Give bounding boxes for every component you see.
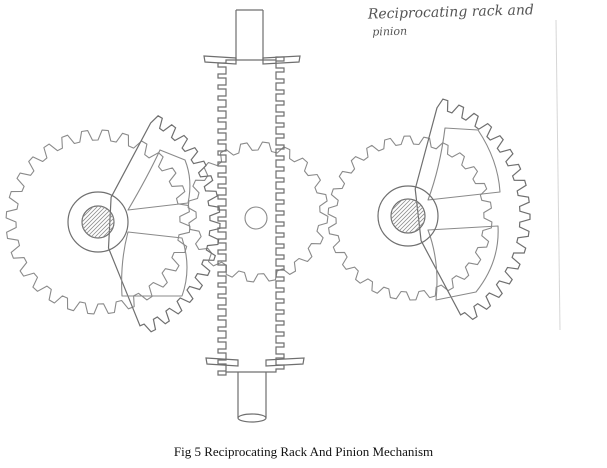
hatch-line (82, 206, 103, 238)
hatch-line (408, 199, 425, 233)
hatch-line (391, 199, 392, 233)
rack-lower-guide (205, 357, 305, 367)
center-spur-gear (187, 141, 329, 283)
figure-caption: Fig 5 Reciprocating Rack And Pinion Mech… (173, 444, 434, 459)
reciprocating-rack (203, 9, 305, 423)
hatch-line (82, 206, 91, 238)
hatch-line (93, 206, 114, 238)
left-shaft-hatch (82, 206, 114, 238)
rack-lower-shaft (237, 372, 267, 418)
rack-upper-shaft (235, 9, 264, 60)
left-sector-window-lower (121, 231, 188, 297)
left-hub (67, 191, 129, 253)
left-sector-gear (107, 115, 221, 333)
handwritten-title: Reciprocating rack and pinion (368, 0, 569, 40)
hatch-line (97, 206, 114, 238)
hatch-line (82, 206, 114, 238)
right-sector-gear (414, 98, 531, 321)
hatch-line (89, 206, 114, 238)
center-hub (244, 206, 268, 230)
mechanism-drawing (5, 9, 561, 423)
paper-edge (555, 19, 561, 331)
hatch-line (396, 199, 425, 233)
hatch-line (424, 199, 425, 233)
hatch-line (391, 199, 408, 233)
right-sector-window-upper (427, 127, 501, 201)
rack-upper-guide (203, 55, 301, 65)
hatch-line (391, 199, 404, 233)
hatch-line (82, 206, 99, 238)
hatch-line (82, 206, 107, 238)
right-shaft-hatch (391, 199, 425, 233)
hatch-line (391, 199, 416, 233)
hatch-line (404, 199, 425, 233)
left-sector-window-upper (127, 149, 191, 211)
hatch-line (82, 206, 83, 238)
right-sector-window-lower (427, 225, 499, 301)
hatch-line (85, 206, 114, 238)
hatch-line (82, 206, 111, 238)
hatch-line (82, 206, 95, 238)
right-hub (377, 185, 439, 247)
hatch-line (391, 199, 412, 233)
hatch-line (400, 199, 425, 233)
right-spur-gear (327, 135, 493, 301)
hatch-line (101, 206, 114, 238)
hatch-line (391, 199, 420, 233)
rack-shaft-end (237, 413, 267, 423)
hatch-line (412, 199, 425, 233)
